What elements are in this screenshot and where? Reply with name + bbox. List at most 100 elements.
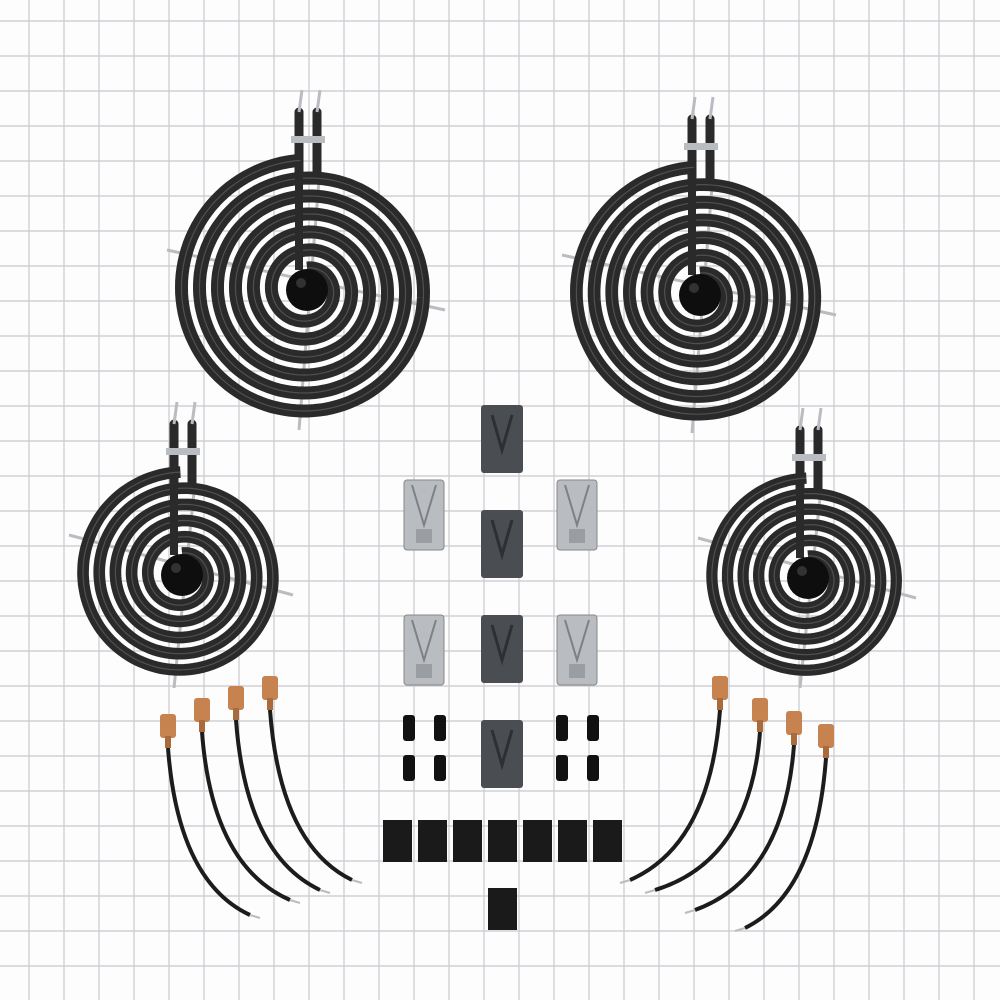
insulation-sleeve <box>523 820 552 862</box>
wire <box>268 709 353 882</box>
copper-terminal <box>228 686 244 710</box>
clip-tab <box>569 529 585 543</box>
copper-terminal <box>786 711 802 735</box>
stripped-wire-end <box>734 927 746 932</box>
wire <box>654 731 762 892</box>
block-body <box>481 720 523 788</box>
copper-terminal <box>262 676 278 700</box>
mounting-clip <box>556 479 598 551</box>
terminal-crimp <box>165 736 171 748</box>
wire-lead <box>734 724 834 932</box>
terminal-crimp <box>757 720 763 732</box>
insulation-sleeve <box>558 820 587 862</box>
terminal-pin <box>315 89 322 113</box>
terminal-pin <box>190 401 197 425</box>
wire <box>694 744 796 912</box>
terminal-clip <box>684 143 718 150</box>
terminal-pin <box>297 89 304 113</box>
block-slot <box>490 519 514 561</box>
copper-terminal <box>752 698 768 722</box>
wire <box>744 757 828 930</box>
stripped-wire-end <box>289 899 301 904</box>
insulator-cap <box>434 715 446 741</box>
block-slot <box>490 729 514 771</box>
clip-tab <box>569 664 585 678</box>
mounting-clip <box>403 614 445 686</box>
stripped-wire-end <box>619 879 631 884</box>
terminal-crimp <box>199 720 205 732</box>
insulation-sleeve <box>383 820 412 862</box>
copper-terminal <box>818 724 834 748</box>
terminal-crimp <box>233 708 239 720</box>
terminal-crimp <box>267 698 273 710</box>
clip-body <box>403 479 445 551</box>
insulation-sleeve <box>488 888 517 930</box>
terminal-clip <box>166 448 200 455</box>
insulation-sleeve <box>453 820 482 862</box>
insulator-cap <box>434 755 446 781</box>
clip-body <box>403 614 445 686</box>
terminal-pin <box>708 96 715 120</box>
wire-lead <box>644 698 768 894</box>
copper-terminal <box>194 698 210 722</box>
small-burner-right <box>697 407 917 689</box>
wire-lead <box>262 676 363 884</box>
wire-lead <box>619 676 728 884</box>
clip-tab <box>416 529 432 543</box>
center-cap <box>161 554 203 596</box>
terminal-pin <box>172 401 179 425</box>
terminal-block <box>481 720 523 788</box>
clip-body <box>556 479 598 551</box>
cap-highlight <box>797 566 807 576</box>
stripped-wire-end <box>351 879 363 884</box>
mounting-clip <box>556 614 598 686</box>
clip-tab <box>416 664 432 678</box>
insulation-sleeve <box>418 820 447 862</box>
insulator-cap <box>403 715 415 741</box>
wire-lead <box>684 711 802 914</box>
clip-spring <box>411 619 437 664</box>
cap-highlight <box>171 563 181 573</box>
terminal-pin <box>690 96 697 120</box>
clip-body <box>556 614 598 686</box>
large-burner-top-left <box>166 89 446 431</box>
wire-lead <box>194 698 301 904</box>
small-burner-left <box>68 401 294 689</box>
terminal-block <box>481 615 523 683</box>
insulator-cap <box>403 755 415 781</box>
insulator-cap <box>587 715 599 741</box>
terminal-clip <box>792 454 826 461</box>
terminal-pin <box>798 407 805 431</box>
clip-spring <box>564 484 590 529</box>
center-cap <box>787 557 829 599</box>
parts-layer <box>68 89 917 932</box>
terminal-block <box>481 405 523 473</box>
wire-lead <box>160 714 261 919</box>
block-slot <box>490 414 514 456</box>
block-body <box>481 615 523 683</box>
insulator-cap <box>556 715 568 741</box>
large-burner-top-right <box>561 96 837 434</box>
terminal-block <box>481 510 523 578</box>
insulation-sleeve <box>488 820 517 862</box>
clip-spring <box>564 619 590 664</box>
block-body <box>481 510 523 578</box>
coil-highlight <box>711 477 897 671</box>
wire-lead <box>228 686 331 894</box>
block-body <box>481 405 523 473</box>
block-slot <box>490 624 514 666</box>
terminal-clip <box>291 136 325 143</box>
copper-terminal <box>160 714 176 738</box>
wire <box>629 709 722 882</box>
mounting-clip <box>403 479 445 551</box>
wire <box>234 719 321 892</box>
terminal-crimp <box>717 698 723 710</box>
coil-highlight <box>82 471 274 671</box>
center-cap <box>679 274 721 316</box>
center-cap <box>286 269 328 311</box>
terminal-pin <box>816 407 823 431</box>
insulation-sleeve <box>593 820 622 862</box>
stripped-wire-end <box>684 909 696 914</box>
